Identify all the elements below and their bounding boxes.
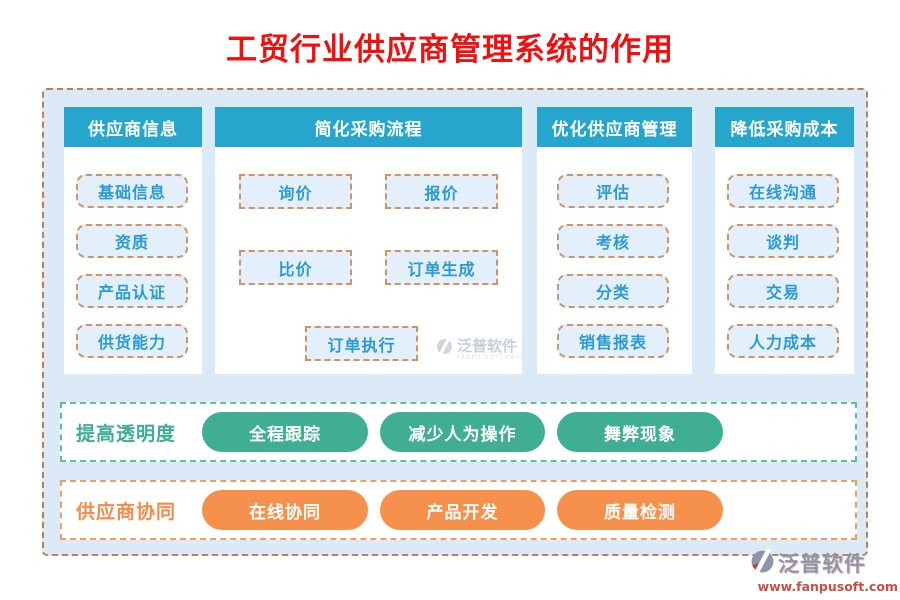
feature-box: 供货能力 bbox=[76, 324, 188, 358]
feature-box: 人力成本 bbox=[727, 324, 839, 358]
feature-box: 在线沟通 bbox=[727, 174, 839, 208]
pill: 舞弊现象 bbox=[557, 412, 723, 452]
watermark-subtext: FANPU SOFTWARE bbox=[457, 354, 526, 361]
column-simplify-procurement: 简化采购流程 询价 报价 比价 订单生成 订单执行 bbox=[215, 107, 522, 374]
feature-box: 资质 bbox=[76, 224, 188, 258]
feature-box: 比价 bbox=[239, 250, 352, 285]
transparency-strip: 提高透明度 全程跟踪 减少人为操作 舞弊现象 bbox=[60, 402, 857, 462]
column-supplier-info: 供应商信息 基础信息 资质 产品认证 供货能力 bbox=[64, 107, 202, 374]
feature-box: 报价 bbox=[385, 174, 498, 209]
column-header: 供应商信息 bbox=[64, 107, 202, 147]
feature-box: 销售报表 bbox=[557, 324, 669, 358]
watermark-brand: 泛普软件 bbox=[457, 337, 518, 355]
feature-box: 订单执行 bbox=[305, 326, 418, 361]
feature-box: 谈判 bbox=[727, 224, 839, 258]
footer-brand: 泛普软件 www.fanpusoft.com bbox=[750, 546, 898, 594]
column-header: 优化供应商管理 bbox=[537, 107, 692, 147]
diagram-container: 供应商信息 基础信息 资质 产品认证 供货能力 简化采购流程 询价 报价 比价 … bbox=[42, 88, 868, 556]
column-reduce-cost: 降低采购成本 在线沟通 谈判 交易 人力成本 bbox=[715, 107, 854, 374]
brand-name: 泛普软件 bbox=[778, 552, 866, 576]
feature-box: 基础信息 bbox=[76, 174, 188, 208]
feature-box: 订单生成 bbox=[385, 250, 498, 285]
feature-box: 产品认证 bbox=[76, 274, 188, 308]
strip-label: 提高透明度 bbox=[76, 422, 177, 445]
brand-url: www.fanpusoft.com bbox=[757, 579, 898, 594]
column-header: 降低采购成本 bbox=[715, 107, 854, 147]
feature-box: 分类 bbox=[557, 274, 669, 308]
pill: 减少人为操作 bbox=[380, 412, 545, 452]
page-title: 工贸行业供应商管理系统的作用 bbox=[226, 32, 674, 68]
feature-box: 评估 bbox=[557, 174, 669, 208]
feature-box: 询价 bbox=[239, 174, 352, 209]
pill: 在线协同 bbox=[202, 490, 368, 530]
pill: 全程跟踪 bbox=[202, 412, 368, 452]
pill: 产品开发 bbox=[380, 490, 545, 530]
collaboration-strip: 供应商协同 在线协同 产品开发 质量检测 bbox=[60, 480, 857, 540]
fanpu-logo-icon bbox=[436, 336, 453, 359]
feature-box: 交易 bbox=[727, 274, 839, 308]
feature-box: 考核 bbox=[557, 224, 669, 258]
watermark: 泛普软件 FANPU SOFTWARE bbox=[436, 336, 526, 361]
column-optimize-supplier-mgmt: 优化供应商管理 评估 考核 分类 销售报表 bbox=[537, 107, 692, 374]
column-header: 简化采购流程 bbox=[215, 107, 522, 147]
strip-label: 供应商协同 bbox=[76, 500, 177, 523]
pill: 质量检测 bbox=[557, 490, 723, 530]
fanpu-logo-icon bbox=[750, 546, 775, 578]
